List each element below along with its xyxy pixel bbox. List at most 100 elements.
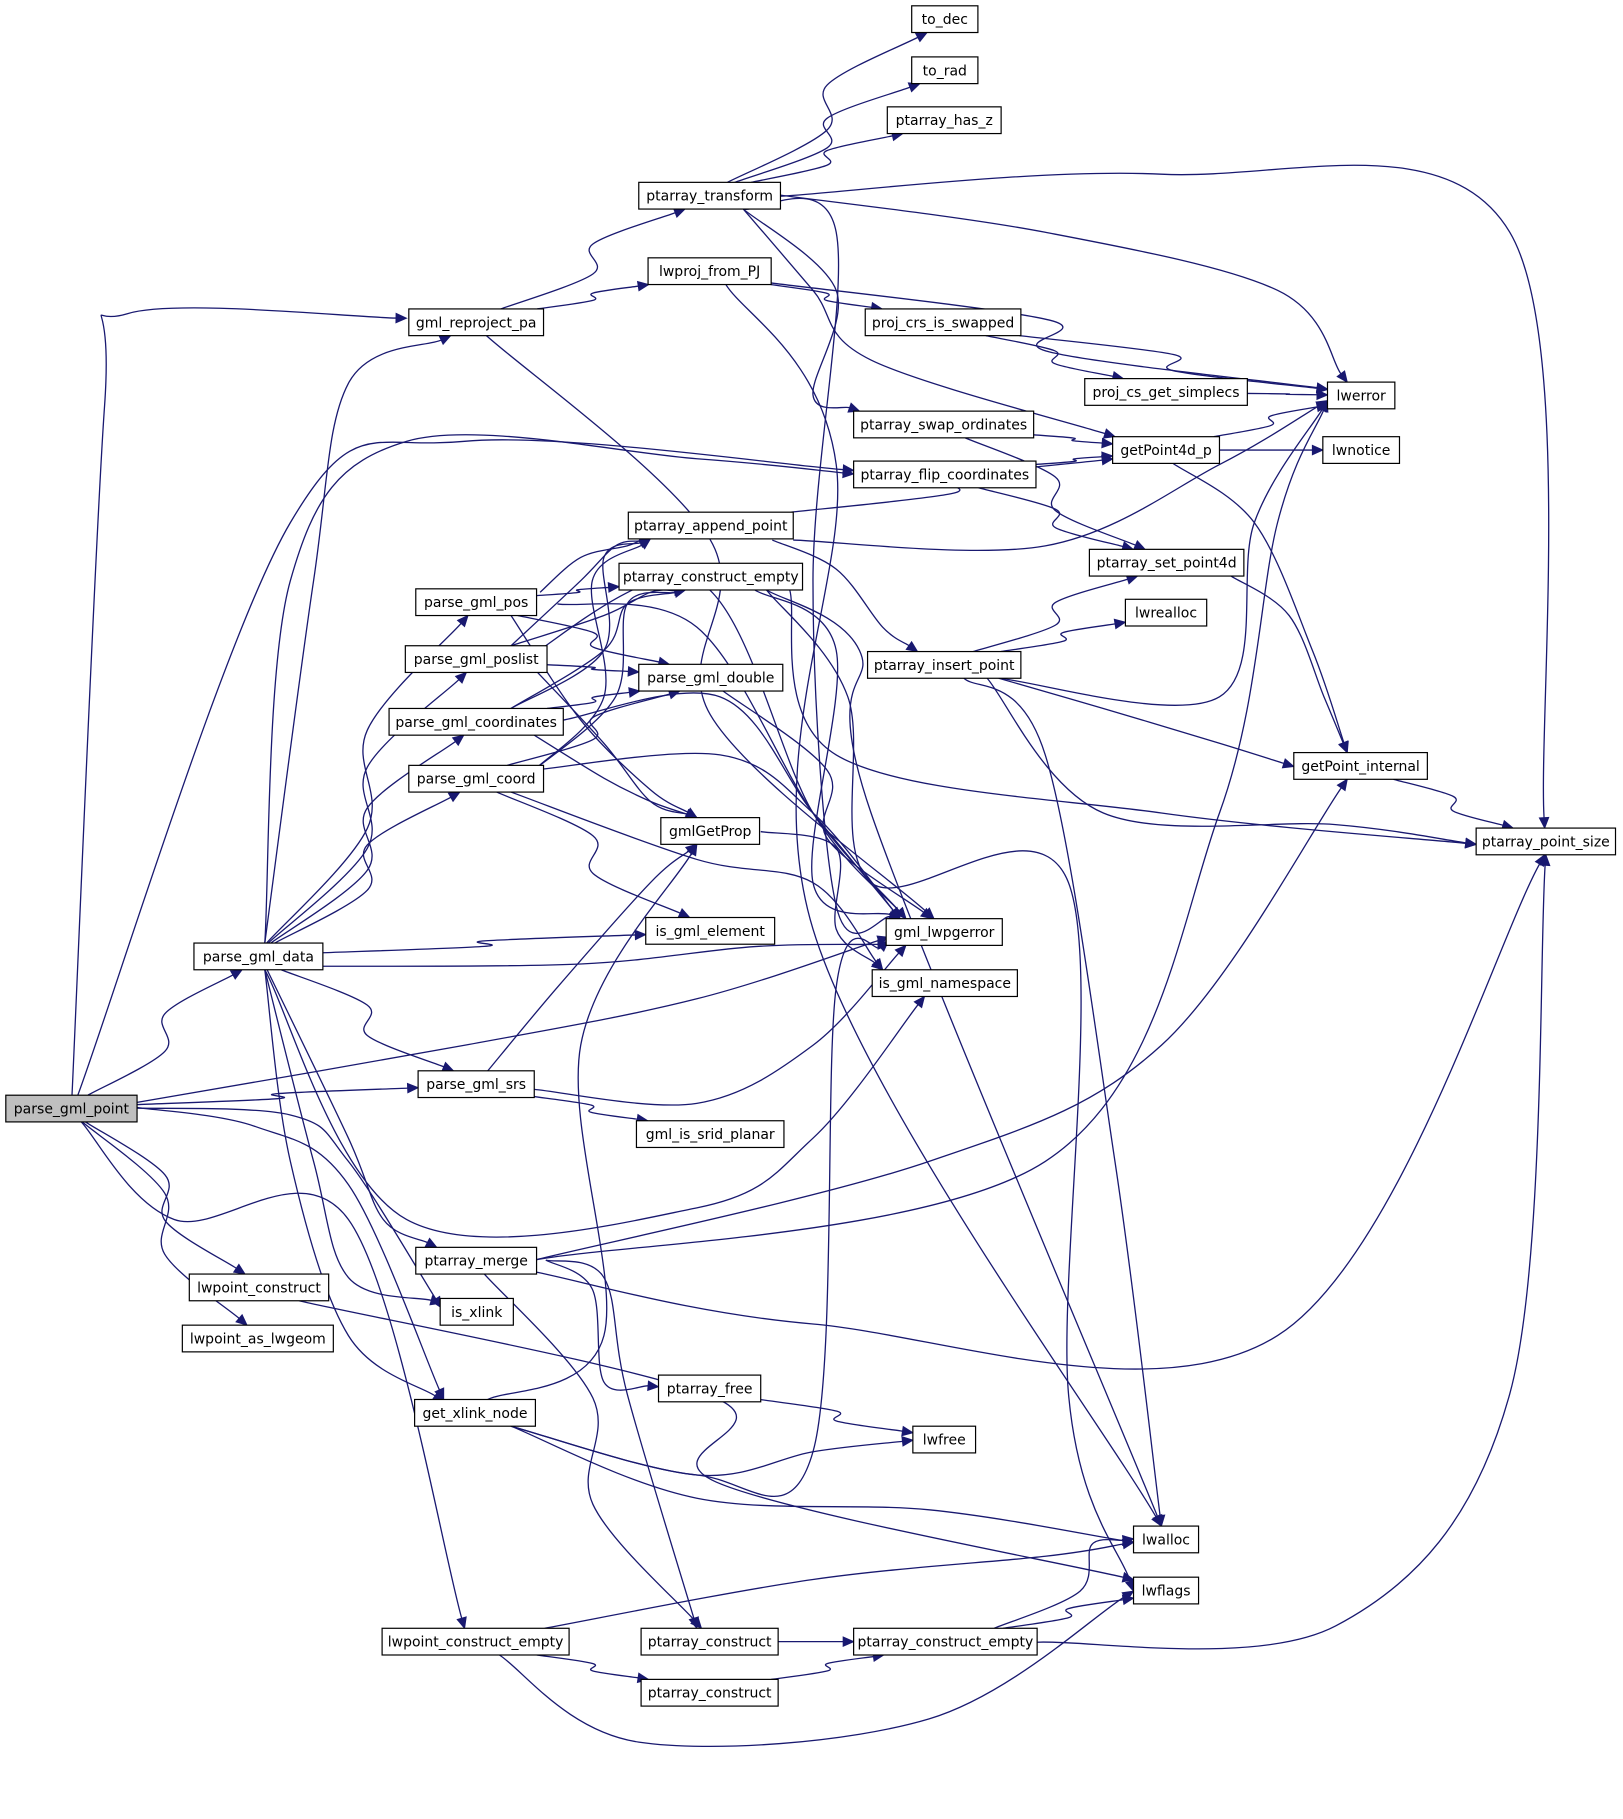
arrowhead-ptarray_insert_point-to-getPoint_internal: [1281, 758, 1295, 769]
node-label: ptarray_merge: [424, 1254, 527, 1270]
node-parse_gml_poslist[interactable]: parse_gml_poslist: [404, 645, 548, 674]
node-proj_cs_get_simplecs[interactable]: proj_cs_get_simplecs: [1084, 378, 1248, 406]
node-label: lwpoint_construct: [197, 1280, 321, 1296]
node-lwpoint_construct[interactable]: lwpoint_construct: [188, 1273, 330, 1302]
node-ptarray_construct_empty_1[interactable]: ptarray_construct_empty: [618, 562, 804, 591]
edge-ptarray_transform-to-getPoint4d_p: [742, 208, 1106, 435]
node-ptarray_merge[interactable]: ptarray_merge: [415, 1246, 538, 1275]
node-box: [193, 942, 324, 971]
edge-parse_gml_coord-to-ptarray_append_point: [533, 544, 643, 771]
node-ptarray_construct_2[interactable]: ptarray_construct: [640, 1678, 779, 1707]
node-getPoint_internal[interactable]: getPoint_internal: [1293, 751, 1428, 780]
node-box: [1132, 1576, 1200, 1605]
arrowhead-parse_gml_data-to-parse_gml_pos: [456, 614, 469, 628]
arrowhead-parse_gml_double-to-gml_lwpgerror: [919, 907, 933, 920]
node-label: getPoint4d_p: [1120, 443, 1212, 459]
node-box: [408, 764, 545, 793]
node-box: [871, 969, 1018, 998]
node-is_xlink[interactable]: is_xlink: [439, 1297, 514, 1326]
edge-parse_gml_data-to-ptarray_flip_coordinates: [264, 434, 844, 944]
edge-ptarray_transform-to-gml_lwpgerror: [743, 197, 890, 934]
node-box: [415, 1246, 538, 1275]
arrowhead-parse_gml_pos-to-ptarray_construct_empty_1: [607, 582, 621, 593]
edge-ptarray_construct_empty_1-to-lwalloc: [766, 589, 1159, 1517]
edge-parse_gml_srs-to-gml_lwpgerror: [534, 952, 900, 1106]
node-parse_gml_point[interactable]: parse_gml_point: [5, 1094, 138, 1123]
node-lwpoint_as_lwgeom[interactable]: lwpoint_as_lwgeom: [181, 1324, 334, 1353]
node-ptarray_construct_1[interactable]: ptarray_construct: [640, 1627, 779, 1656]
node-lwalloc[interactable]: lwalloc: [1132, 1525, 1200, 1554]
edge-ptarray_construct_2-to-ptarray_construct_empty_2: [771, 1655, 874, 1681]
node-ptarray_free[interactable]: ptarray_free: [657, 1374, 762, 1403]
node-gmlGetProp[interactable]: gmlGetProp: [660, 817, 761, 845]
node-lwpoint_construct_empty[interactable]: lwpoint_construct_empty: [381, 1627, 570, 1656]
node-parse_gml_coordinates[interactable]: parse_gml_coordinates: [388, 707, 564, 736]
arrowhead-ptarray_transform-to-ptarray_point_size: [1538, 816, 1550, 830]
node-gml_lwpgerror[interactable]: gml_lwpgerror: [885, 918, 1003, 946]
arrowhead-ptarray_merge-to-getPoint_internal: [1336, 778, 1348, 792]
node-ptarray_set_point4d[interactable]: ptarray_set_point4d: [1088, 548, 1245, 577]
node-box: [638, 181, 782, 210]
node-box: [638, 663, 784, 692]
edge-ptarray_construct_empty_1-to-ptarray_point_size: [789, 589, 1466, 844]
node-ptarray_construct_empty_2[interactable]: ptarray_construct_empty: [853, 1627, 1038, 1656]
node-parse_gml_double[interactable]: parse_gml_double: [638, 663, 784, 692]
node-ptarray_append_point[interactable]: ptarray_append_point: [627, 511, 794, 540]
arrowhead-ptarray_swap_ordinates-to-ptarray_set_point4d: [1132, 540, 1147, 550]
node-label: is_gml_namespace: [879, 976, 1011, 992]
node-lwrealloc[interactable]: lwrealloc: [1124, 598, 1208, 627]
node-box: [635, 1120, 785, 1149]
edge-parse_gml_data-to-get_xlink_node: [264, 969, 436, 1397]
node-label: ptarray_point_size: [1482, 834, 1610, 850]
node-proj_crs_is_swapped[interactable]: proj_crs_is_swapped: [864, 308, 1022, 337]
arrowhead-parse_gml_data-to-is_gml_namespace: [913, 995, 926, 1009]
node-ptarray_has_z[interactable]: ptarray_has_z: [886, 106, 1002, 135]
arrowhead-parse_gml_poslist-to-gml_lwpgerror: [894, 906, 907, 920]
edge-ptarray_set_point4d-to-getPoint_internal: [1230, 575, 1344, 744]
edge-ptarray_insert_point-to-lwerror: [998, 409, 1323, 706]
edge-parse_gml_data-to-parse_gml_coord: [274, 796, 452, 944]
node-lwfree[interactable]: lwfree: [912, 1425, 977, 1454]
node-ptarray_insert_point[interactable]: ptarray_insert_point: [866, 650, 1022, 679]
node-gml_is_srid_planar[interactable]: gml_is_srid_planar: [635, 1120, 785, 1149]
node-lwflags[interactable]: lwflags: [1132, 1576, 1200, 1605]
node-parse_gml_srs[interactable]: parse_gml_srs: [417, 1070, 535, 1099]
arrowhead-parse_gml_data-to-ptarray_merge: [424, 1237, 438, 1248]
node-gml_reproject_pa[interactable]: gml_reproject_pa: [408, 308, 545, 337]
arrowhead-ptarray_insert_point-to-lwrealloc: [1113, 618, 1127, 630]
node-to_dec[interactable]: to_dec: [911, 5, 979, 34]
node-ptarray_point_size[interactable]: ptarray_point_size: [1475, 827, 1617, 856]
node-box: [853, 460, 1037, 489]
node-lwnotice[interactable]: lwnotice: [1322, 436, 1401, 464]
arrowhead-get_xlink_node-to-lwfree: [901, 1436, 915, 1447]
node-ptarray_swap_ordinates[interactable]: ptarray_swap_ordinates: [853, 410, 1035, 439]
node-lwerror[interactable]: lwerror: [1326, 381, 1396, 410]
node-is_gml_element[interactable]: is_gml_element: [645, 916, 776, 945]
edge-parse_gml_coord-to-is_gml_element: [496, 791, 681, 914]
edge-ptarray_insert_point-to-lwrealloc: [1000, 623, 1116, 653]
node-lwproj_from_PJ[interactable]: lwproj_from_PJ: [647, 257, 772, 286]
node-box: [866, 650, 1022, 679]
node-box: [1132, 1525, 1200, 1554]
edge-ptarray_insert_point-to-ptarray_point_size: [986, 677, 1466, 844]
node-to_rad[interactable]: to_rad: [911, 56, 979, 85]
node-box: [1124, 598, 1208, 627]
arrowhead-parse_gml_data-to-ptarray_flip_coordinates: [842, 467, 855, 479]
node-getPoint4d_p[interactable]: getPoint4d_p: [1112, 436, 1221, 464]
node-ptarray_flip_coordinates[interactable]: ptarray_flip_coordinates: [853, 460, 1037, 489]
node-parse_gml_pos[interactable]: parse_gml_pos: [415, 588, 538, 617]
edge-layer: [71, 31, 1551, 1748]
node-is_gml_namespace[interactable]: is_gml_namespace: [871, 969, 1018, 998]
edge-parse_gml_pos-to-ptarray_construct_empty_1: [536, 586, 609, 597]
node-label: parse_gml_srs: [426, 1077, 526, 1093]
node-parse_gml_data[interactable]: parse_gml_data: [193, 942, 324, 971]
edge-parse_gml_poslist-to-ptarray_append_point: [510, 540, 641, 647]
node-box: [645, 916, 776, 945]
node-get_xlink_node[interactable]: get_xlink_node: [414, 1398, 537, 1427]
edge-parse_gml_point-to-gml_lwpgerror: [131, 939, 879, 1104]
arrowhead-parse_gml_point-to-parse_gml_srs: [406, 1082, 420, 1094]
edge-getPoint4d_p-to-lwerror: [1213, 406, 1318, 438]
node-parse_gml_coord[interactable]: parse_gml_coord: [408, 764, 545, 793]
node-ptarray_transform[interactable]: ptarray_transform: [638, 181, 782, 210]
